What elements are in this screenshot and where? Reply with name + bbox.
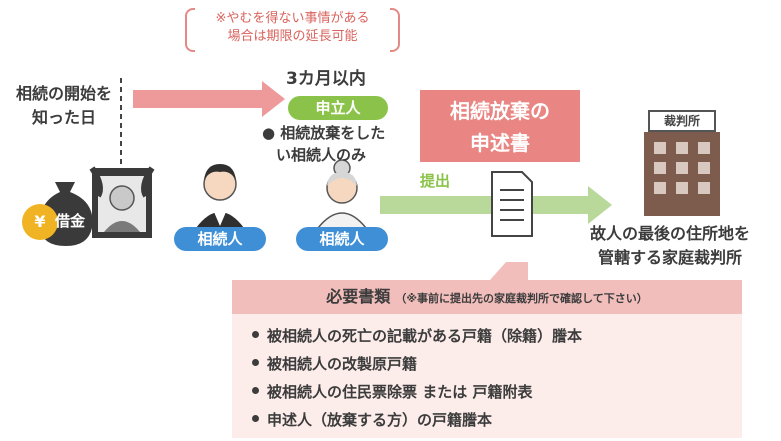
- document-title-line1: 相続放棄の: [450, 99, 550, 123]
- female-heir-icon: [316, 159, 368, 229]
- application-document-box: 相続放棄の 申述書: [420, 90, 580, 162]
- heir-badge-1: 相続人: [174, 227, 266, 251]
- heir-badge-2: 相続人: [296, 227, 388, 251]
- list-item: 被相続人の住民票除票 または 戸籍附表: [252, 378, 582, 406]
- list-item-text: 被相続人の死亡の記載がある戸籍（除籍）謄本: [267, 327, 583, 345]
- court-description: 故人の最後の住所地を 管轄する家庭裁判所: [565, 222, 775, 270]
- list-item-text: 被相続人の住民票除票 または 戸籍附表: [267, 383, 533, 401]
- callout-pointer: [490, 262, 528, 280]
- period-arrow: [133, 81, 285, 117]
- court-desc-line2: 管轄する家庭裁判所: [597, 248, 742, 267]
- required-documents-subtitle: （※事前に提出先の家庭裁判所で確認して下さい）: [395, 292, 648, 305]
- bullet-icon: [252, 387, 259, 394]
- list-item: 被相続人の死亡の記載がある戸籍（除籍）謄本: [252, 322, 582, 350]
- applicant-note: ● 相続放棄をした い相続人のみ: [262, 122, 385, 166]
- extension-note: ※やむを得ない事情がある 場合は期限の延長可能: [185, 8, 400, 52]
- applicant-badge: 申立人: [288, 96, 388, 120]
- yen-symbol: ¥: [34, 212, 46, 231]
- extension-note-line1: ※やむを得ない事情がある: [215, 11, 370, 26]
- bullet-icon: [252, 415, 259, 422]
- start-date-label: 相続の開始を 知った日: [8, 82, 120, 130]
- money-bag-icon: [22, 182, 93, 246]
- list-item-text: 被相続人の改製原戸籍: [267, 355, 418, 373]
- document-title-line2: 申述書: [470, 131, 530, 155]
- applicant-note-line2: い相続人のみ: [276, 146, 367, 164]
- bullet-icon: [252, 359, 259, 366]
- submit-label: 提出: [420, 172, 451, 190]
- required-documents-list: 被相続人の死亡の記載がある戸籍（除籍）謄本 被相続人の改製原戸籍 被相続人の住民…: [252, 322, 582, 434]
- required-documents-title: 必要書類: [326, 287, 391, 306]
- bullet-icon: [252, 331, 259, 338]
- start-date-line2: 知った日: [31, 108, 96, 127]
- extension-note-line2: 場合は期限の延長可能: [227, 29, 358, 44]
- applicant-note-line1: ● 相続放棄をした: [262, 124, 386, 142]
- list-item-text: 申述人（放棄する方）の戸籍謄本: [267, 411, 493, 429]
- deceased-portrait-icon: [89, 166, 155, 238]
- courthouse-icon: [644, 132, 720, 216]
- start-date-line1: 相続の開始を: [15, 84, 112, 103]
- document-icon: [491, 171, 533, 237]
- court-desc-line1: 故人の最後の住所地を: [589, 224, 750, 243]
- male-heir-icon: [196, 164, 244, 228]
- required-documents-header: 必要書類 （※事前に提出先の家庭裁判所で確認して下さい）: [232, 280, 742, 314]
- period-label: 3カ月以内: [286, 69, 366, 89]
- list-item: 被相続人の改製原戸籍: [252, 350, 582, 378]
- list-item: 申述人（放棄する方）の戸籍謄本: [252, 406, 582, 434]
- court-sign: 裁判所: [648, 110, 716, 132]
- debt-label: 借金: [54, 212, 85, 230]
